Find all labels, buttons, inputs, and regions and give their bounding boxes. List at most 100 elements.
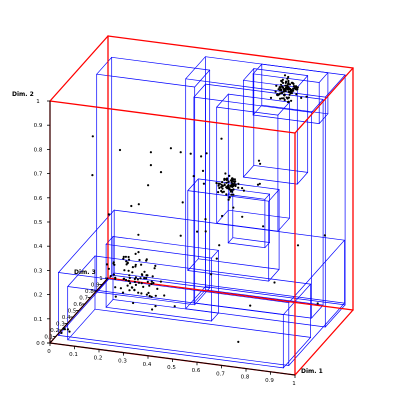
box-edge	[282, 337, 311, 369]
box-edge	[105, 243, 212, 259]
box-edge	[112, 236, 219, 251]
data-point	[137, 203, 140, 206]
box-edge	[193, 96, 312, 113]
data-point	[151, 275, 154, 278]
data-point	[269, 96, 273, 99]
z-axis-title: Dim. 3	[74, 269, 96, 276]
x-axis-tick-label: 0.4	[143, 362, 152, 368]
x-axis-tick-label: 0.6	[192, 368, 201, 374]
data-point	[154, 305, 157, 308]
data-point	[234, 184, 237, 188]
data-point	[134, 276, 137, 279]
data-point	[137, 291, 140, 294]
data-point	[156, 287, 159, 290]
data-point	[66, 328, 69, 331]
sub-box-8	[243, 68, 309, 185]
data-point	[131, 271, 134, 274]
box-edge	[277, 217, 290, 232]
box-edge	[232, 237, 270, 243]
box-edge	[252, 73, 320, 83]
data-point	[225, 178, 228, 181]
data-point	[141, 273, 144, 277]
data-point	[134, 252, 137, 255]
box-edge	[243, 68, 255, 81]
data-point	[143, 277, 146, 280]
data-point	[215, 257, 218, 260]
data-point	[127, 279, 131, 283]
data-point	[60, 331, 63, 334]
data-point	[181, 201, 184, 204]
data-point	[114, 286, 117, 289]
data-point	[280, 97, 284, 100]
box-edge	[294, 309, 354, 376]
data-point	[127, 258, 131, 261]
box-edge	[216, 106, 279, 116]
data-point	[296, 86, 299, 89]
data-point	[241, 215, 244, 218]
data-point	[143, 270, 146, 273]
data-point	[283, 74, 287, 77]
box-edge	[193, 302, 312, 319]
data-point	[218, 244, 221, 247]
data-point	[159, 171, 163, 174]
data-point	[232, 183, 235, 186]
box-edge	[185, 56, 206, 80]
data-point	[231, 183, 234, 186]
data-point	[284, 89, 287, 93]
z-axis-tick-label: 0.2	[50, 328, 59, 334]
box-edge	[96, 56, 113, 75]
data-point	[227, 184, 230, 187]
data-point	[148, 284, 151, 287]
data-point	[222, 190, 225, 193]
data-point	[223, 183, 226, 186]
x-axis-tick-label: 0.3	[118, 359, 127, 365]
data-point	[154, 294, 157, 297]
x-axis-tick-label: 0.5	[167, 365, 176, 371]
box-edge	[261, 104, 329, 115]
data-point	[230, 193, 233, 196]
z-axis-tick-label: 0	[41, 341, 45, 347]
sub-box-4	[96, 56, 211, 306]
box-edge	[227, 209, 290, 219]
data-point	[290, 91, 293, 94]
box-edge	[94, 255, 311, 285]
data-point	[123, 269, 126, 272]
data-point	[140, 263, 143, 266]
box-edge	[205, 83, 324, 100]
box-edge	[96, 73, 196, 88]
data-point	[282, 90, 285, 93]
data-point	[114, 276, 117, 279]
data-point	[205, 152, 208, 155]
z-axis-tick-label: 1	[99, 276, 103, 282]
z-axis-tick-label: 0.4	[62, 315, 71, 321]
data-point	[323, 234, 326, 237]
box-edge	[49, 35, 109, 102]
data-point	[112, 261, 115, 264]
data-point	[128, 289, 131, 292]
y-axis-tick-label: 0.3	[34, 268, 43, 274]
data-point	[284, 81, 287, 84]
x-axis-tick-label: 0.9	[265, 378, 274, 384]
data-point	[287, 81, 290, 85]
data-point	[179, 151, 182, 154]
data-point	[91, 174, 94, 177]
z-axis-tick-label: 0.1	[44, 335, 53, 341]
y-axis-tick-label: 0.1	[34, 317, 43, 323]
box-edge	[264, 242, 270, 249]
box-edge	[187, 258, 199, 271]
y-axis-tick-label: 0.9	[34, 123, 43, 129]
data-point	[296, 244, 300, 247]
data-point	[137, 233, 140, 236]
box-edge	[311, 304, 324, 319]
box-edge	[227, 242, 266, 249]
data-point	[149, 151, 152, 154]
data-point	[217, 182, 220, 185]
box-edge	[264, 193, 270, 200]
data-point	[283, 94, 286, 97]
data-point	[210, 273, 213, 276]
data-point	[131, 266, 134, 269]
box-edge	[318, 113, 329, 124]
axes: 00.10.20.30.40.50.60.70.80.9100.10.20.30…	[12, 91, 323, 387]
data-point	[163, 294, 166, 297]
